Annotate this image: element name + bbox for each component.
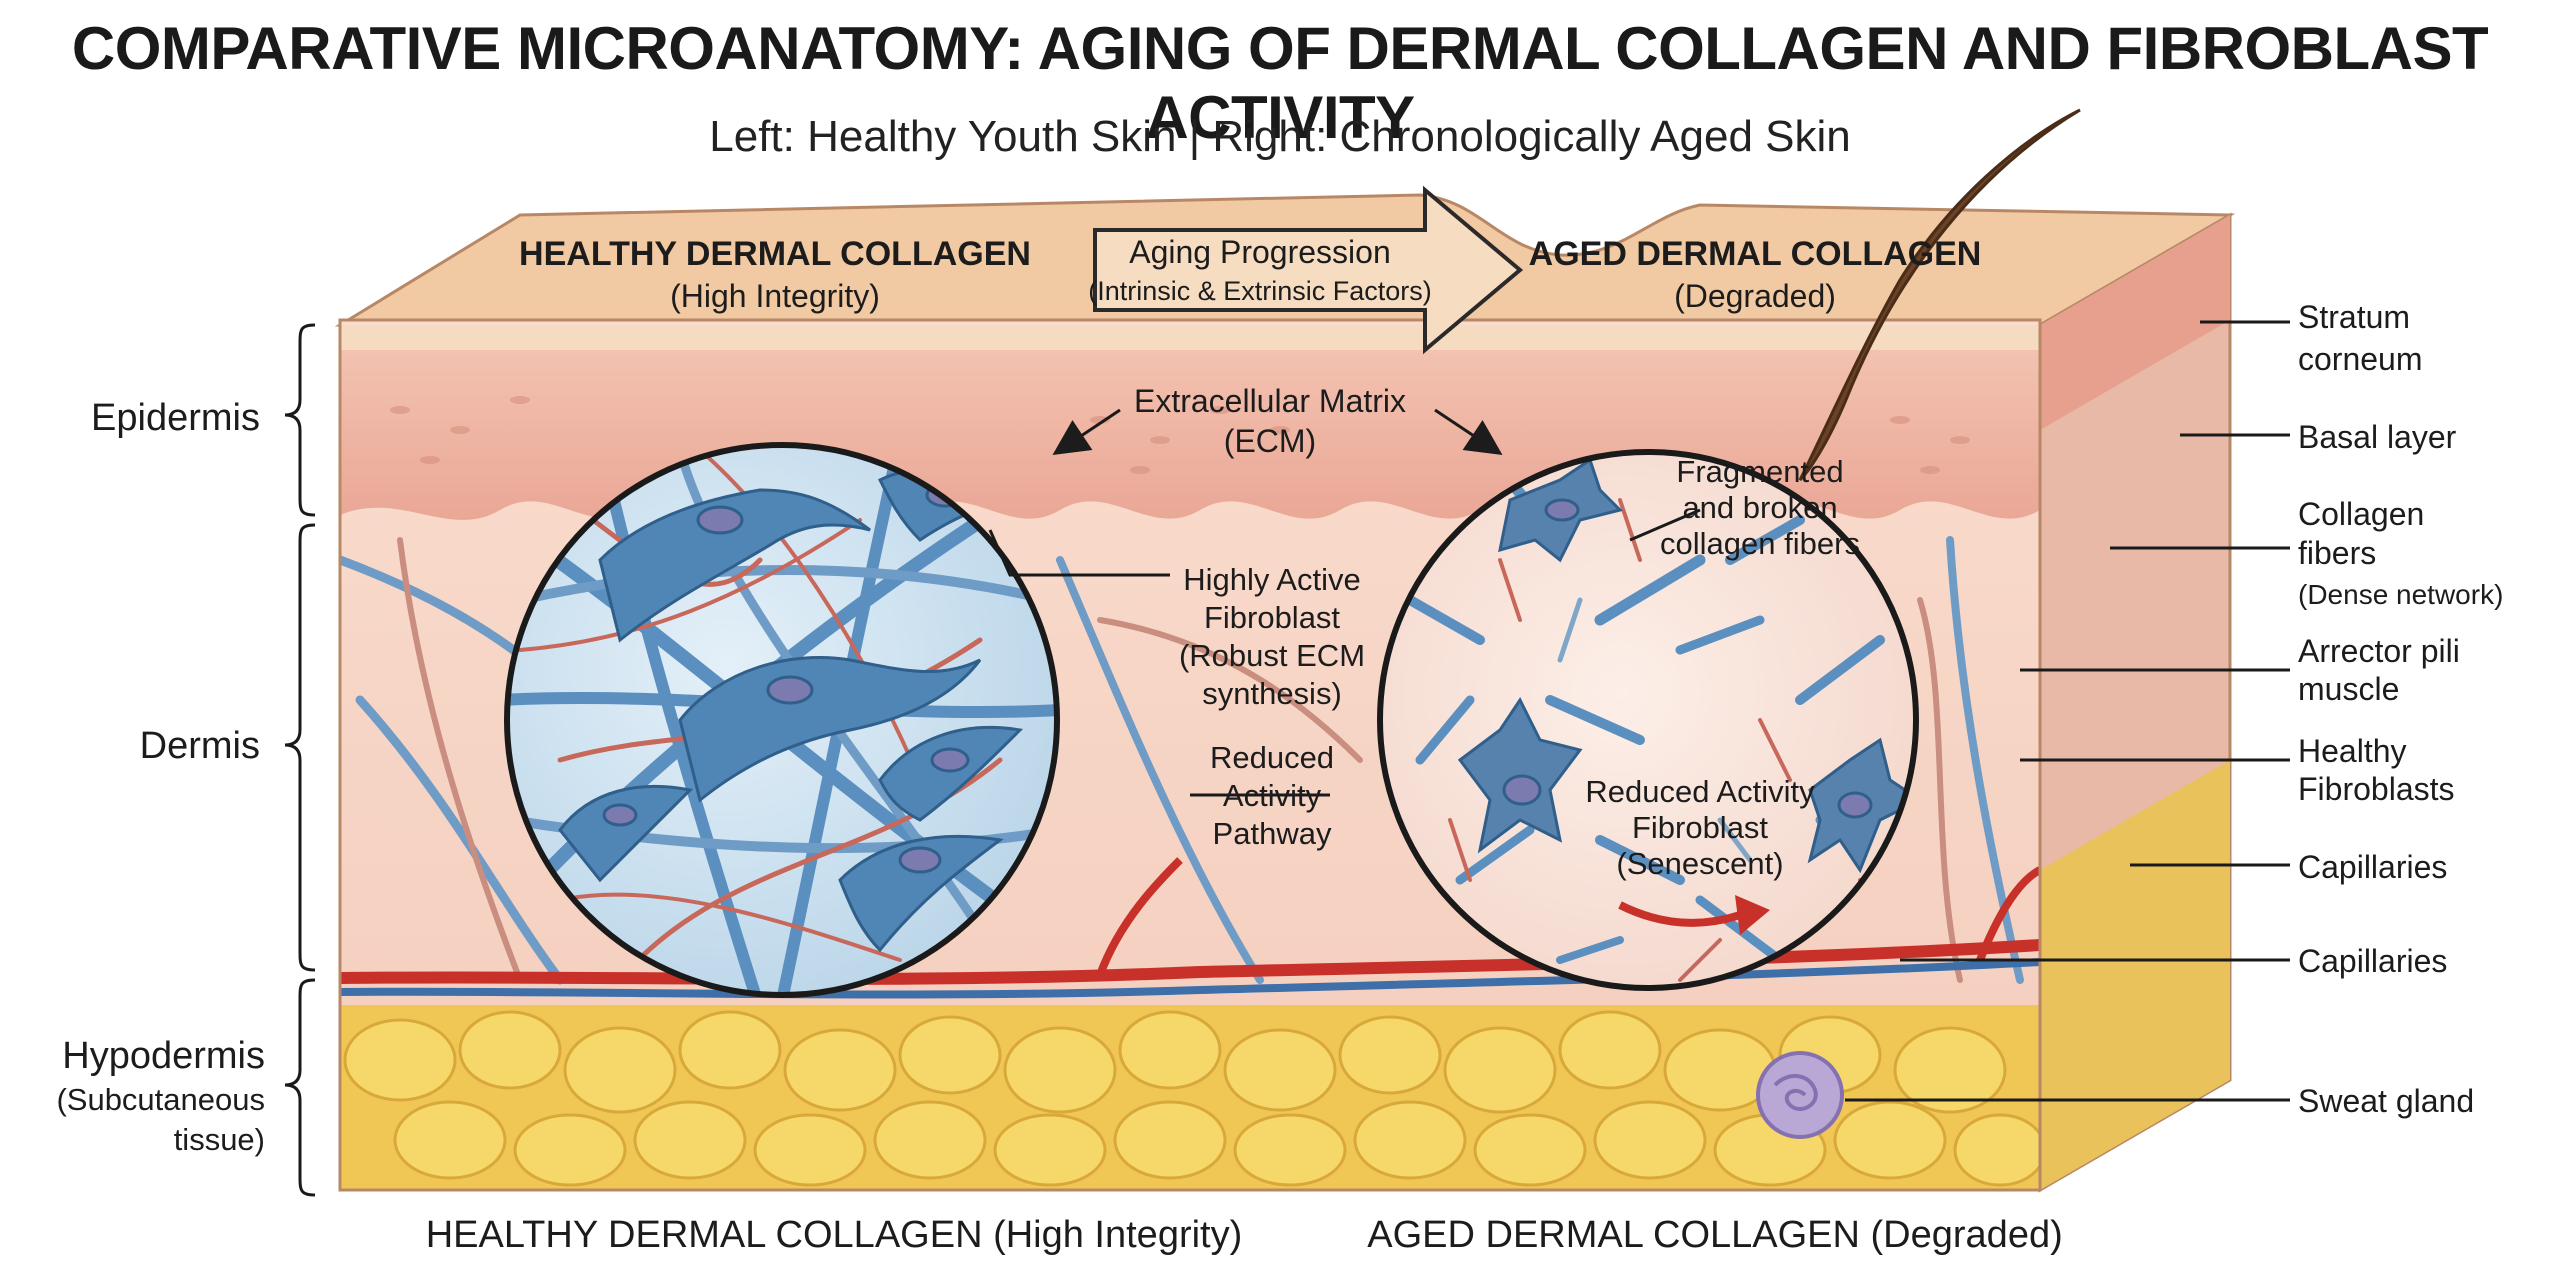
- aged-collagen-lens: [1377, 449, 1919, 991]
- page-title: COMPARATIVE MICROANATOMY: AGING OF DERMA…: [71, 15, 2489, 151]
- aging-arrow-subtitle: (Intrinsic & Extrinsic Factors): [1088, 276, 1432, 306]
- label-collagen-3: (Dense network): [2298, 579, 2503, 610]
- bottom-label-aged: AGED DERMAL COLLAGEN (Degraded): [1367, 1214, 2063, 1256]
- label-reduced-pathway-3: Pathway: [1213, 816, 1332, 851]
- label-basal-layer: Basal layer: [2298, 419, 2457, 455]
- label-stratum-1: Stratum: [2298, 299, 2410, 335]
- aged-banner-subtitle: (Degraded): [1674, 278, 1836, 314]
- label-sweat-gland: Sweat gland: [2298, 1083, 2474, 1119]
- aging-progression-arrow: [1093, 185, 1524, 355]
- label-active-fibroblast-3: (Robust ECM: [1179, 638, 1365, 673]
- aging-arrow-title: Aging Progression: [1129, 234, 1390, 270]
- label-capillaries-2: Capillaries: [2298, 943, 2447, 979]
- label-active-fibroblast-1: Highly Active: [1183, 562, 1360, 597]
- label-collagen-2: fibers: [2298, 535, 2376, 571]
- healthy-collagen-lens: [504, 442, 1060, 998]
- label-reduced-pathway-1: Reduced: [1210, 740, 1334, 775]
- label-active-fibroblast-2: Fibroblast: [1204, 600, 1340, 635]
- label-ecm-line2: (ECM): [1224, 423, 1316, 459]
- healthy-banner-title: HEALTHY DERMAL COLLAGEN: [519, 235, 1031, 273]
- label-active-fibroblast-4: synthesis): [1202, 676, 1342, 711]
- label-reduced-fibroblast-3: (Senescent): [1616, 846, 1783, 881]
- capillary-vessel: [340, 939, 2040, 985]
- label-hypodermis-sub2: tissue): [174, 1122, 265, 1157]
- label-ecm-line1: Extracellular Matrix: [1134, 383, 1406, 419]
- label-capillaries-1: Capillaries: [2298, 849, 2447, 885]
- label-reduced-pathway-2: Activity: [1223, 778, 1322, 813]
- label-dermis: Dermis: [140, 725, 260, 767]
- label-reduced-fibroblast-1: Reduced Activity: [1585, 774, 1815, 809]
- stratum-corneum: [340, 325, 2040, 355]
- layer-brackets: [284, 323, 316, 1197]
- label-hypodermis: Hypodermis: [62, 1035, 265, 1077]
- label-fragmented-3: collagen fibers: [1660, 526, 1860, 561]
- sweat-gland: [1756, 1051, 1844, 1139]
- aged-banner-title: AGED DERMAL COLLAGEN: [1529, 235, 1982, 273]
- label-fragmented-1: Fragmented: [1676, 454, 1843, 489]
- page-subtitle: Left: Healthy Youth Skin | Right: Chrono…: [709, 112, 1851, 161]
- label-collagen-1: Collagen: [2298, 496, 2424, 532]
- bottom-label-healthy: HEALTHY DERMAL COLLAGEN (High Integrity): [426, 1214, 1243, 1256]
- label-epidermis: Epidermis: [91, 397, 260, 439]
- label-arrector-1: Arrector pili: [2298, 633, 2460, 669]
- label-fragmented-2: and broken: [1682, 490, 1837, 525]
- label-healthy-fibroblasts-2: Fibroblasts: [2298, 771, 2455, 807]
- label-hypodermis-sub1: (Subcutaneous: [56, 1082, 265, 1117]
- label-stratum-2: corneum: [2298, 341, 2423, 377]
- label-arrector-2: muscle: [2298, 671, 2399, 707]
- hair-shaft: [1798, 108, 2081, 482]
- healthy-banner-subtitle: (High Integrity): [670, 278, 880, 314]
- label-healthy-fibroblasts-1: Healthy: [2298, 733, 2407, 769]
- label-reduced-fibroblast-2: Fibroblast: [1632, 810, 1768, 845]
